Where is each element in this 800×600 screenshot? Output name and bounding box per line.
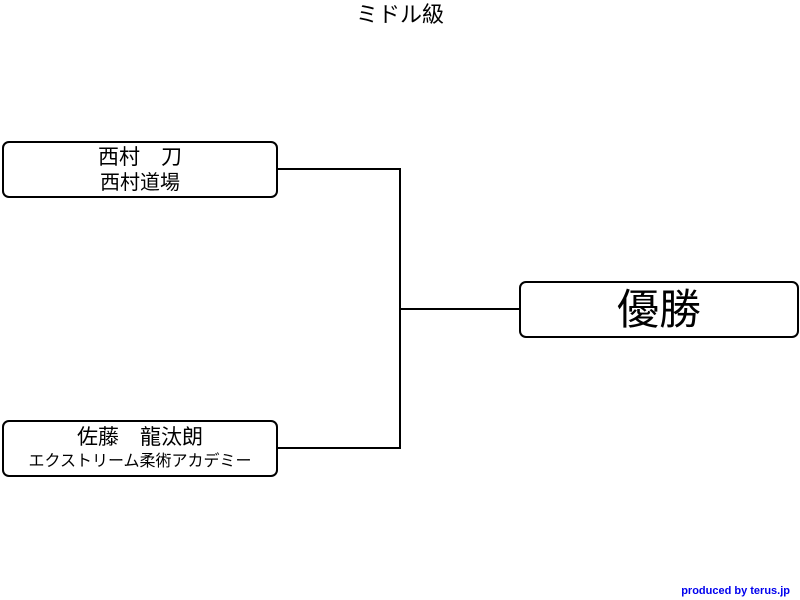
credit-link[interactable]: produced by terus.jp: [681, 585, 790, 597]
entry-club-2: エクストリーム柔術アカデミー: [28, 451, 252, 470]
entry-name-1: 西村 刀: [98, 145, 182, 169]
winner-box: 優勝: [519, 281, 799, 338]
entry-name-2: 佐藤 龍汰朗: [77, 425, 203, 449]
entry-box-2: 佐藤 龍汰朗 エクストリーム柔術アカデミー: [2, 420, 278, 477]
winner-label: 優勝: [616, 284, 701, 334]
bracket-title: ミドル級: [355, 3, 444, 28]
entry-club-1: 西村道場: [100, 170, 180, 194]
entry-box-1: 西村 刀 西村道場: [2, 141, 278, 198]
